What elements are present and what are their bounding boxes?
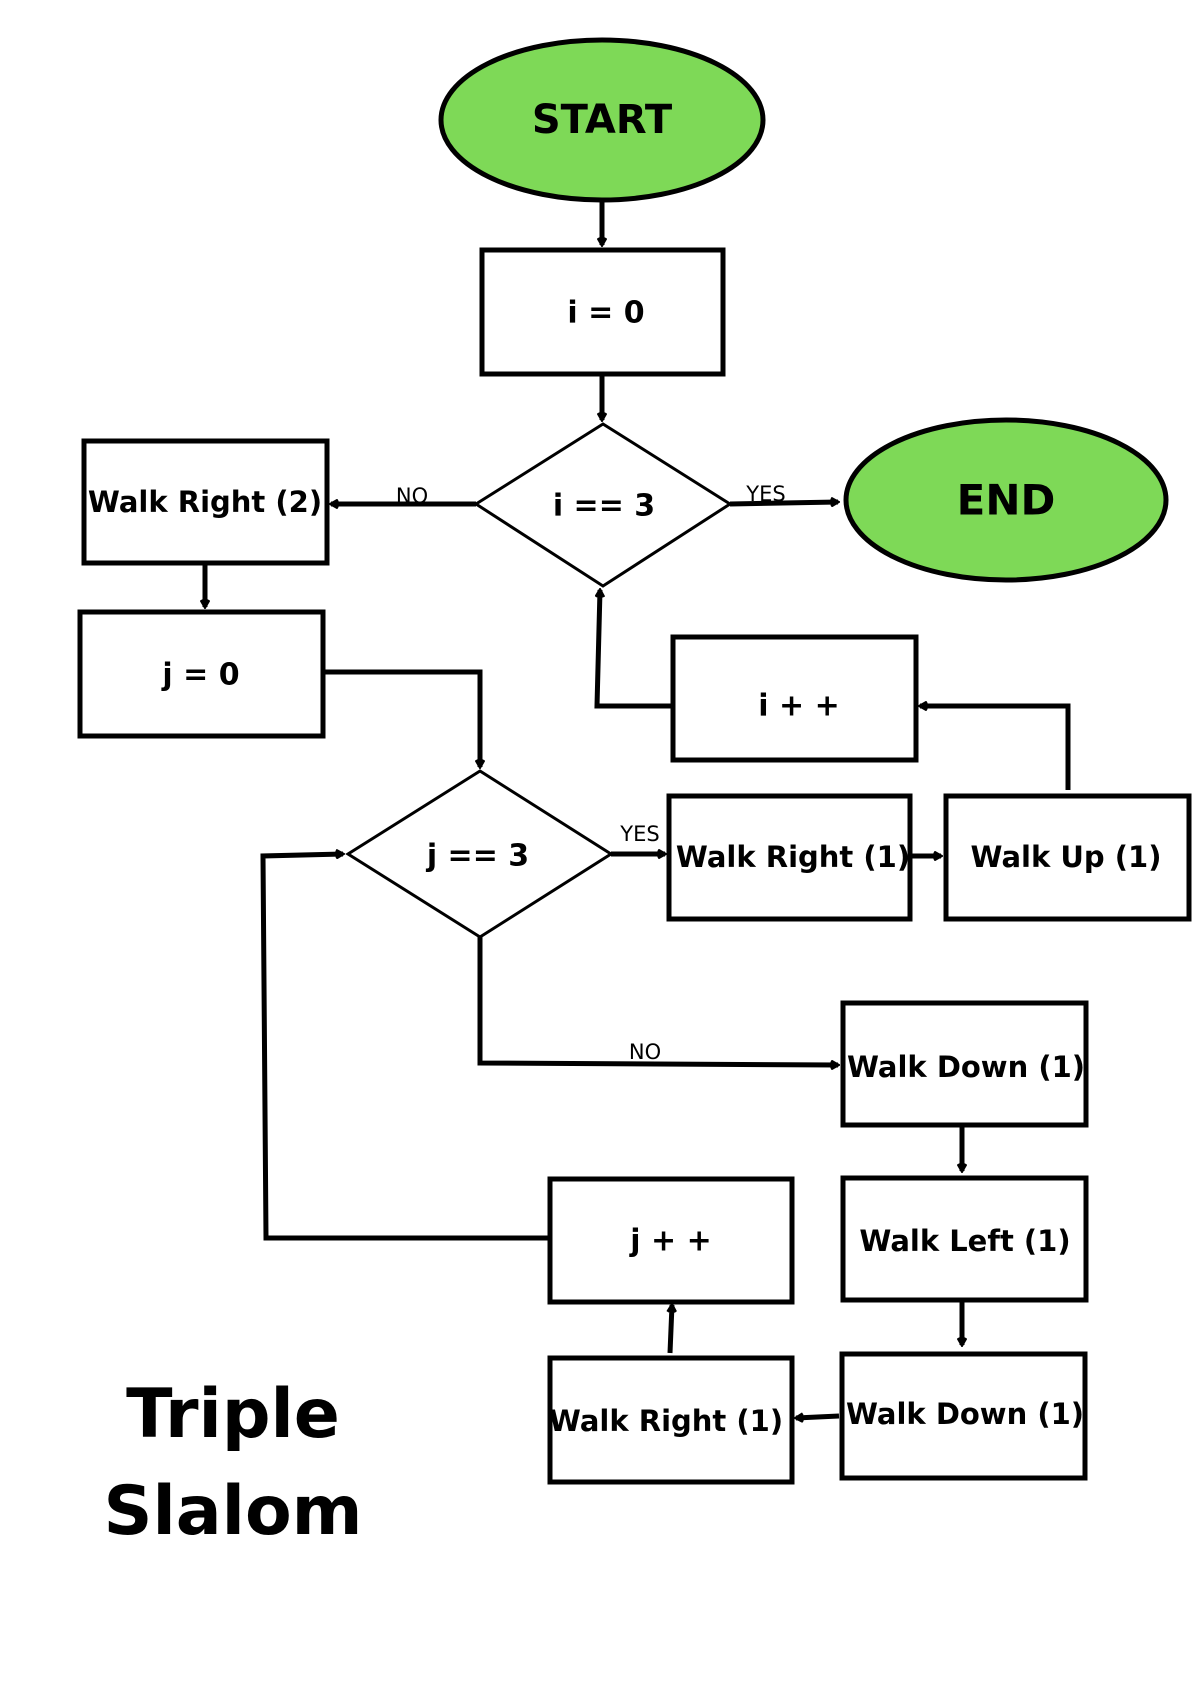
walk-right-1-bottom-label: Walk Right (1) (549, 1404, 783, 1438)
cond-j-yes-label: YES (619, 822, 659, 846)
walk-up-1-box (943, 793, 1192, 922)
walk-down-1-b-box (839, 1351, 1088, 1481)
walk-down-1-a-box (840, 1000, 1089, 1128)
cond-j-diamond (345, 769, 614, 939)
init-j-box (77, 609, 326, 739)
walk-down-1-b-label: Walk Down (1) (846, 1397, 1084, 1431)
edge-cond-i-yes (729, 502, 838, 504)
edge-walk-up-to-inc-i (920, 706, 1071, 790)
inc-i-label: i + + (758, 689, 839, 724)
walk-left-1-box (840, 1175, 1089, 1303)
walk-down-1-a-label: Walk Down (1) (847, 1050, 1085, 1084)
node-walk-right-2: Walk Right (2) (81, 438, 330, 566)
walk-left-1-label: Walk Left (1) (859, 1224, 1070, 1258)
walk-right-2-box (81, 438, 330, 566)
cond-i-label: i == 3 (553, 489, 655, 524)
start-terminal (438, 37, 766, 203)
node-inc-i: i + + (670, 634, 919, 763)
edge-inc-j-loop-to-cond-j (260, 854, 548, 1241)
node-init-i: i = 0 (479, 247, 726, 377)
edge-walk-down-b-to-walk-right-bottom (796, 1416, 840, 1418)
inc-i-box (670, 634, 919, 763)
init-j-label: j = 0 (161, 658, 239, 693)
cond-i-no-label: NO (396, 484, 428, 508)
edge-cond-j-no (477, 934, 838, 1065)
cond-j-label: j == 3 (426, 839, 529, 874)
node-init-j: j = 0 (77, 609, 326, 739)
end-terminal (843, 417, 1169, 583)
node-start: START (438, 37, 766, 203)
diagram-title-line-2: Slalom (103, 1472, 362, 1551)
diagram-title-line-1: Triple (126, 1375, 340, 1454)
inc-j-label: j + + (629, 1224, 711, 1259)
cond-i-yes-label: YES (745, 482, 785, 506)
cond-i-diamond (473, 422, 733, 588)
init-i-label: i = 0 (567, 296, 644, 331)
node-walk-down-1-a: Walk Down (1) (840, 1000, 1089, 1128)
node-walk-up-1: Walk Up (1) (943, 793, 1192, 922)
connectors (205, 200, 1071, 1418)
edge-init-j-to-cond-j (323, 669, 480, 767)
edge-walk-right-bottom-to-inc-j (670, 1305, 672, 1354)
node-end: END (843, 417, 1169, 583)
end-label: END (957, 476, 1056, 525)
node-cond-i: i == 3 (473, 422, 733, 588)
node-walk-right-1-top: Walk Right (1) (666, 793, 913, 922)
node-walk-left-1: Walk Left (1) (840, 1175, 1089, 1303)
cond-j-no-label: NO (629, 1040, 661, 1064)
walk-right-1-top-label: Walk Right (1) (676, 840, 910, 874)
inc-j-box (547, 1176, 795, 1305)
start-label: START (532, 97, 673, 143)
walk-up-1-label: Walk Up (1) (971, 840, 1162, 874)
init-i-box (479, 247, 726, 377)
node-inc-j: j + + (547, 1176, 795, 1305)
edge-inc-i-to-cond-i (594, 590, 671, 709)
walk-right-1-top-box (666, 793, 913, 922)
walk-right-2-label: Walk Right (2) (88, 485, 322, 519)
node-cond-j: j == 3 (345, 769, 614, 939)
node-walk-right-1-bottom: Walk Right (1) (547, 1355, 795, 1485)
walk-right-1-bottom-box (547, 1355, 795, 1485)
node-walk-down-1-b: Walk Down (1) (839, 1351, 1088, 1481)
